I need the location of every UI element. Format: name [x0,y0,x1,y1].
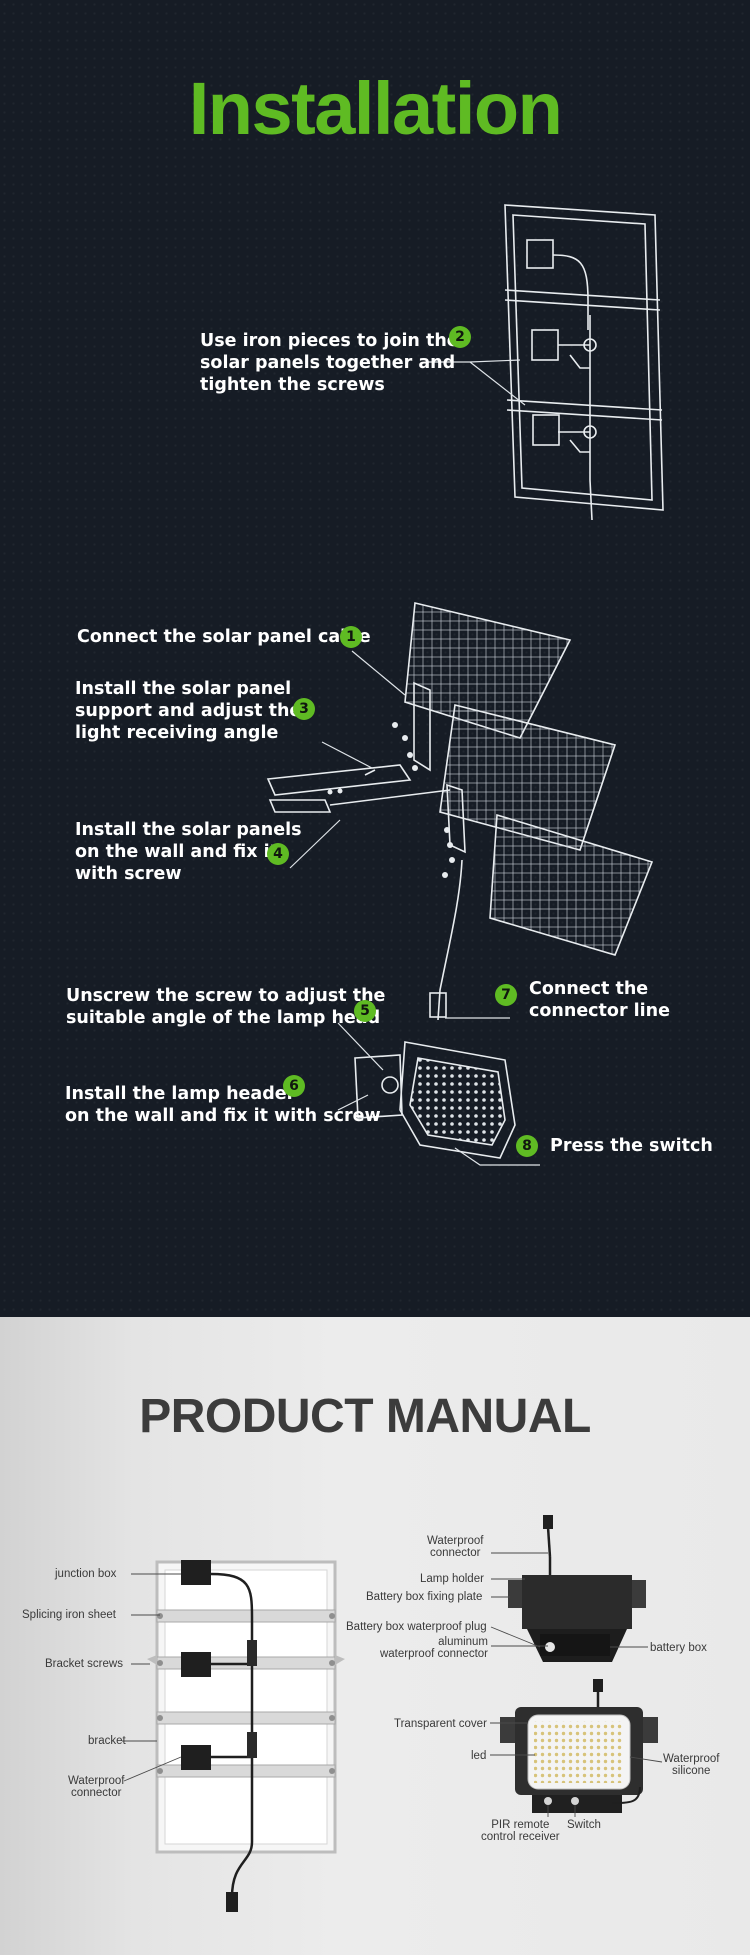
label-waterproof-silicone: Waterproof silicone [663,1753,720,1777]
step-1-text: Connect the solar panel cable [77,627,371,647]
label-waterproof-connector-left: Waterproof connector [68,1775,125,1799]
label-led: led [471,1750,487,1762]
label-battery-box-fixing-plate: Battery box fixing plate [366,1591,483,1603]
step-5-text: Unscrew the screw to adjust the suitable… [66,986,386,1028]
step-7-text: Connect the connector line [529,979,670,1021]
label-junction-box: junction box [55,1568,117,1580]
label-lamp-holder: Lamp holder [420,1573,484,1585]
label-battery-box: battery box [650,1642,707,1654]
step-3-text: Install the solar panel support and adju… [75,679,302,743]
step-6-badge: 6 [283,1075,305,1097]
label-pir-remote-control-receiver: PIR remote control receiver [481,1819,560,1843]
step-2-text: Use iron pieces to join the solar panels… [200,331,459,395]
label-splicing-iron-sheet: Splicing iron sheet [22,1609,116,1621]
step-8-text: Press the switch [550,1136,713,1156]
label-transparent-cover: Transparent cover [394,1718,487,1730]
battery-box-diagram [508,1515,646,1662]
label-switch: Switch [567,1819,601,1831]
step-5-badge: 5 [354,1000,376,1022]
product-manual-illustration [122,1515,663,1912]
installation-section: Installation Use iron pieces to join the… [0,0,750,1317]
step-6-text: Install the lamp header on the wall and … [65,1084,381,1126]
installation-illustration [266,204,664,1166]
label-battery-box-waterproof-plug: Battery box waterproof plug [346,1621,487,1633]
product-manual-title: PRODUCT MANUAL [139,1390,591,1443]
label-waterproof-connector-top: Waterproof connector [427,1535,484,1559]
step-4-badge: 4 [267,843,289,865]
solar-panel-diagram [147,1560,345,1912]
label-bracket-screws: Bracket screws [45,1658,123,1670]
product-manual-section: PRODUCT MANUAL junction box Splicing iro… [0,1317,750,1955]
step-3-badge: 3 [293,698,315,720]
installation-title: Installation [188,67,563,150]
step-1-badge: 1 [340,626,362,648]
label-aluminum-waterproof-connector: aluminum waterproof connector [379,1636,488,1660]
lamp-diagram [500,1679,658,1813]
step-8-badge: 8 [516,1135,538,1157]
step-7-badge: 7 [495,984,517,1006]
step-2-badge: 2 [449,326,471,348]
label-bracket: bracket [88,1735,126,1747]
